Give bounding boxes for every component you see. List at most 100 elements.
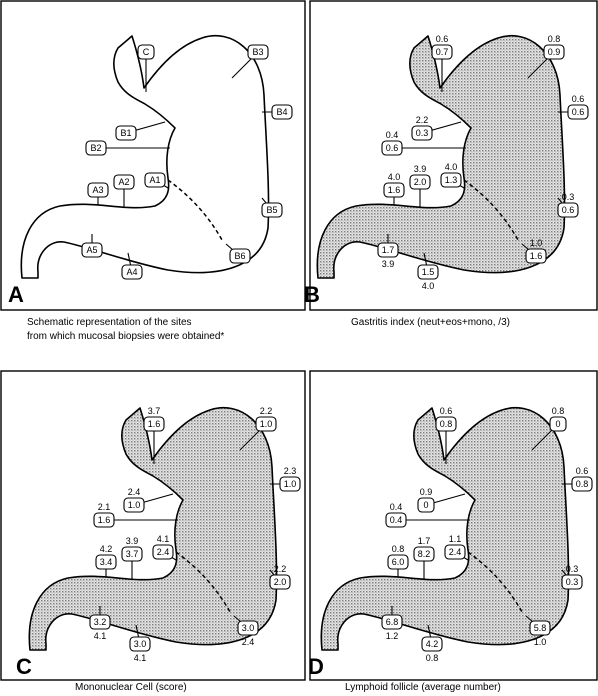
panel-b: 0.70.60.90.80.60.60.32.20.60.41.34.02.03… xyxy=(304,34,588,307)
panel-letter: D xyxy=(308,654,324,679)
site-value-above: 0.6 xyxy=(440,406,453,416)
site-box-value: 8.2 xyxy=(418,549,431,559)
site-b1: B1 xyxy=(116,122,165,140)
site-box-value: 6.8 xyxy=(386,617,399,627)
site-box-value: 2.0 xyxy=(274,577,287,587)
caption-c: Mononuclear Cell (score) xyxy=(75,682,187,693)
site-box-value: 0.6 xyxy=(562,205,575,215)
site-a3: 6.00.8 xyxy=(388,544,408,577)
site-box-value: 2.0 xyxy=(414,177,427,187)
site-box-value: C xyxy=(143,47,150,57)
site-value-above: 0.8 xyxy=(548,34,561,44)
stomach-outline xyxy=(21,36,268,278)
site-a2: 8.21.7 xyxy=(414,536,434,580)
site-box-value: B5 xyxy=(266,205,277,215)
site-box-value: 3.0 xyxy=(242,623,255,633)
site-a1: 1.34.0 xyxy=(441,162,464,188)
site-value-above: 0.6 xyxy=(572,94,585,104)
site-box-value: B1 xyxy=(120,128,131,138)
site-a1: 2.44.1 xyxy=(153,534,176,560)
site-box-value: 1.6 xyxy=(148,419,161,429)
site-b1: 0.32.2 xyxy=(412,115,461,140)
site-value-above: 0.6 xyxy=(576,466,589,476)
site-box-value: 1.0 xyxy=(128,500,141,510)
site-box-value: 3.0 xyxy=(134,639,147,649)
caption-b: Gastritis index (neut+eos+mono, /3) xyxy=(351,317,510,328)
site-box-value: 0.6 xyxy=(572,107,585,117)
site-box-value: 0.4 xyxy=(390,515,403,525)
caption-d: Lymphoid follicle (average number) xyxy=(345,682,501,693)
site-box-value: A1 xyxy=(149,175,160,185)
site-value-above: 2.4 xyxy=(128,487,141,497)
site-box-value: A5 xyxy=(86,245,97,255)
site-b5: B5 xyxy=(262,198,282,217)
site-box-value: 1.6 xyxy=(530,251,543,261)
site-value-below: 2.4 xyxy=(242,637,255,647)
site-value-above: 3.9 xyxy=(126,536,139,546)
site-value-above: 0.8 xyxy=(392,544,405,554)
site-value-above: 2.1 xyxy=(98,502,111,512)
site-a2: 2.03.9 xyxy=(410,164,430,208)
site-value-below: 4.1 xyxy=(94,631,107,641)
stomach-outline xyxy=(317,36,564,278)
site-box-value: 3.4 xyxy=(100,557,113,567)
site-box-value: 0.3 xyxy=(566,577,579,587)
panel-letter: C xyxy=(16,654,32,679)
site-b1: 1.02.4 xyxy=(124,487,173,512)
site-a1: 2.41.1 xyxy=(445,534,468,560)
site-box-value: 0 xyxy=(423,500,428,510)
site-value-above: 0.9 xyxy=(420,487,433,497)
site-value-below: 1.0 xyxy=(534,637,547,647)
site-box-value: 1.0 xyxy=(284,479,297,489)
site-b5: 0.60.3 xyxy=(558,192,578,217)
site-box-value: 3.2 xyxy=(94,617,107,627)
site-box-value: 0.6 xyxy=(386,143,399,153)
panel-letter: B xyxy=(304,282,320,307)
site-b4: 0.80.6 xyxy=(562,466,592,491)
caption-a-line-1: Schematic representation of the sites xyxy=(27,317,192,328)
site-box-value: 3.7 xyxy=(126,549,139,559)
site-box-value: 0.7 xyxy=(436,47,449,57)
site-box-value: B3 xyxy=(252,47,263,57)
panel-a: CB3B4B1B2A1A2A3B5B6A5A4A xyxy=(8,36,292,307)
site-value-above: 2.3 xyxy=(284,466,297,476)
panel-letter: A xyxy=(8,282,24,307)
panel-c: 1.63.71.02.21.02.31.02.41.62.12.44.13.73… xyxy=(16,406,300,679)
stomach-outline xyxy=(321,408,568,650)
site-a3: 1.64.0 xyxy=(384,172,404,205)
site-box-value: 0 xyxy=(555,419,560,429)
site-value-below: 3.9 xyxy=(382,259,395,269)
site-box-value: 5.8 xyxy=(534,623,547,633)
site-value-above: 4.2 xyxy=(100,544,113,554)
site-value-above: 2.2 xyxy=(260,406,273,416)
site-a2: 3.73.9 xyxy=(122,536,142,580)
site-box-value: 1.6 xyxy=(98,515,111,525)
caption-a-line-2: from which mucosal biopsies were obtaine… xyxy=(27,331,224,342)
site-value-below: 4.0 xyxy=(422,281,435,291)
site-box-value: 0.3 xyxy=(416,128,429,138)
site-box-value: 0.8 xyxy=(576,479,589,489)
site-b4: 1.02.3 xyxy=(270,466,300,491)
site-b5: 2.02.2 xyxy=(270,564,290,589)
site-box-value: 2.4 xyxy=(157,547,170,557)
site-value-above: 0.3 xyxy=(562,192,575,202)
site-box-value: A3 xyxy=(92,185,103,195)
site-value-above: 4.0 xyxy=(388,172,401,182)
site-box-value: 1.0 xyxy=(260,419,273,429)
site-value-above: 0.4 xyxy=(386,130,399,140)
site-value-above: 3.9 xyxy=(414,164,427,174)
site-box-value: 1.3 xyxy=(445,175,458,185)
site-box-value: B4 xyxy=(276,107,287,117)
site-value-above: 4.1 xyxy=(157,534,170,544)
site-value-above: 0.8 xyxy=(552,406,565,416)
site-box-value: 6.0 xyxy=(392,557,405,567)
site-box-value: B6 xyxy=(234,251,245,261)
site-value-above: 1.0 xyxy=(530,238,543,248)
site-box-value: 1.7 xyxy=(382,245,395,255)
site-box-value: B2 xyxy=(90,143,101,153)
site-b4: 0.60.6 xyxy=(558,94,588,119)
site-a3: 3.44.2 xyxy=(96,544,116,577)
site-value-above: 0.3 xyxy=(566,564,579,574)
site-box-value: A2 xyxy=(118,177,129,187)
site-value-below: 1.2 xyxy=(386,631,399,641)
